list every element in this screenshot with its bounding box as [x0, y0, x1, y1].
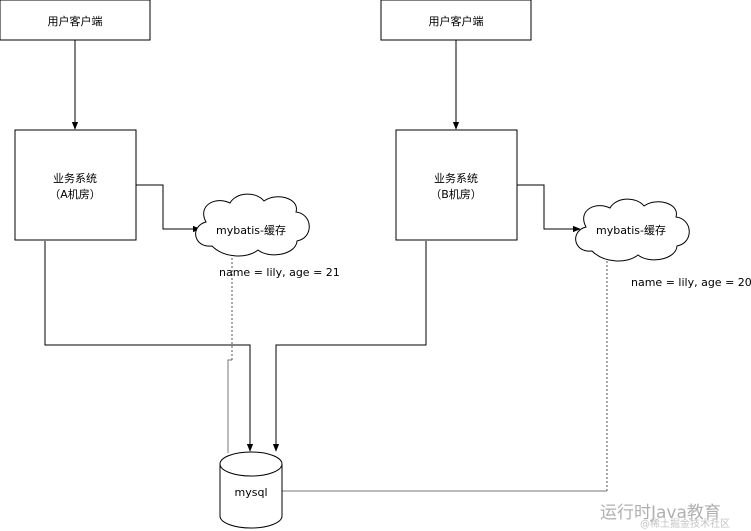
- system-box-b-line1: 业务系统: [434, 172, 478, 185]
- edge-system-a-to-cache-a: [136, 184, 201, 233]
- client-box-a: 用户客户端: [0, 0, 151, 41]
- system-box-a-line2: （A机房）: [49, 187, 101, 201]
- cache-a-note: name = lily, age = 21: [219, 266, 340, 279]
- mysql-cylinder-body: [219, 464, 283, 529]
- mysql-database: mysql: [219, 451, 283, 529]
- cache-cloud-a: mybatis-缓存: [195, 193, 310, 257]
- cache-cloud-a-label: mybatis-缓存: [216, 223, 286, 237]
- watermark-text: 运行时Java教育: [600, 503, 721, 523]
- cloud-shape-a: [195, 193, 310, 257]
- edge-system-a-to-mysql: [44, 241, 254, 452]
- edge-system-b-to-mysql: [272, 241, 427, 452]
- watermark-subtext: @稀土掘金技术社区: [640, 517, 730, 530]
- client-box-b: 用户客户端: [380, 0, 532, 41]
- cache-b-note: name = lily, age = 20: [631, 276, 751, 289]
- client-box-a-label: 用户客户端: [48, 14, 103, 28]
- system-box-b: 业务系统 （B机房）: [395, 129, 518, 241]
- cloud-shape-b: [575, 198, 690, 262]
- edge-mysql-side-line: [227, 359, 232, 453]
- system-box-b-line2: （B机房）: [430, 187, 482, 201]
- cache-cloud-b: mybatis-缓存: [575, 198, 690, 262]
- system-box-a-line1: 业务系统: [53, 172, 97, 185]
- edge-system-b-to-cache-b: [517, 184, 581, 233]
- system-box-a: 业务系统 （A机房）: [14, 129, 137, 241]
- mysql-cylinder-top: [219, 451, 283, 477]
- mysql-label: mysql: [235, 486, 268, 499]
- client-box-b-label: 用户客户端: [429, 14, 484, 28]
- cache-cloud-b-label: mybatis-缓存: [596, 223, 666, 237]
